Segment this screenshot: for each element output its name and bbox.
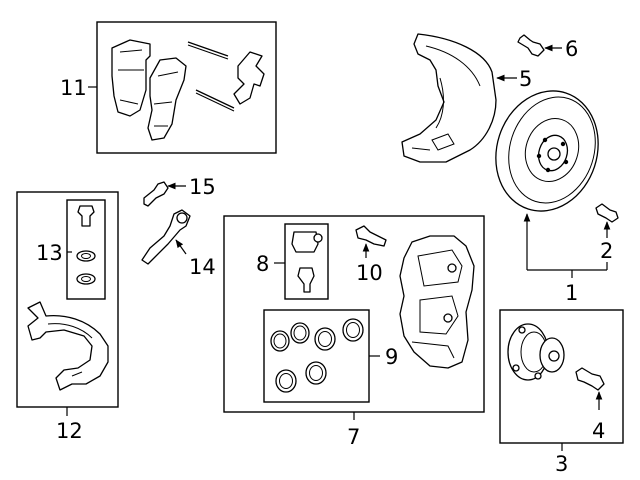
bleeder-kit-frame (66, 199, 106, 300)
shield-bolt-group: 6 (517, 34, 578, 61)
hub-group: 4 3 (499, 309, 624, 476)
callout-12: 12 (56, 419, 83, 443)
guide-pin-group: 14 (141, 209, 216, 279)
pad-pin-lower[interactable] (195, 89, 235, 109)
bolt-15-group: 15 (143, 175, 216, 207)
callout-4: 4 (592, 419, 605, 443)
rotor-screw[interactable] (595, 203, 619, 223)
pad-pin-upper[interactable] (187, 41, 229, 57)
callout-9: 9 (385, 345, 398, 369)
callout-15: 15 (189, 175, 216, 199)
callout-11: 11 (60, 76, 87, 100)
callout-1: 1 (565, 281, 578, 305)
anti-rattle-clip[interactable] (233, 51, 265, 105)
bleeder-o-ring-upper[interactable] (76, 250, 96, 262)
caliper-guide-pin[interactable] (141, 209, 191, 265)
callout-13: 13 (36, 241, 63, 265)
bleeder-o-ring-lower[interactable] (76, 273, 96, 285)
splash-shield-group: 5 (401, 33, 532, 163)
brake-splash-shield[interactable] (401, 33, 497, 163)
callout-7: 7 (347, 425, 360, 449)
rotor-screw-group: 2 (595, 203, 619, 270)
caliper-bleeder-cap[interactable] (291, 231, 319, 253)
callout-8: 8 (256, 252, 269, 276)
caliper-bleeder-valve[interactable] (297, 267, 315, 293)
bleeder-screw[interactable] (77, 205, 95, 227)
seal-kit-group: 13 12 (16, 191, 119, 443)
callout-3: 3 (555, 452, 568, 476)
brake-pad-right[interactable] (147, 57, 187, 141)
brake-pad-left[interactable] (111, 39, 151, 117)
caliper-bracket-bolt-upper[interactable] (143, 181, 169, 207)
shield-bolt[interactable] (517, 34, 545, 57)
rotor-group: 1 (495, 90, 607, 305)
callout-5: 5 (519, 67, 532, 91)
caliper-mount-bolt[interactable] (355, 225, 387, 247)
brake-pad-kit-group: 11 (60, 21, 277, 154)
callout-14: 14 (189, 255, 216, 279)
callout-2: 2 (600, 239, 613, 263)
hub-bolt[interactable] (575, 367, 605, 391)
callout-10: 10 (356, 261, 383, 285)
callout-6: 6 (565, 37, 578, 61)
caliper-assembly-group: 8 10 9 7 (223, 215, 485, 449)
caliper-bracket-shield[interactable] (27, 301, 109, 391)
brake-caliper[interactable] (399, 235, 475, 369)
bleeder-cap-frame (284, 223, 329, 300)
